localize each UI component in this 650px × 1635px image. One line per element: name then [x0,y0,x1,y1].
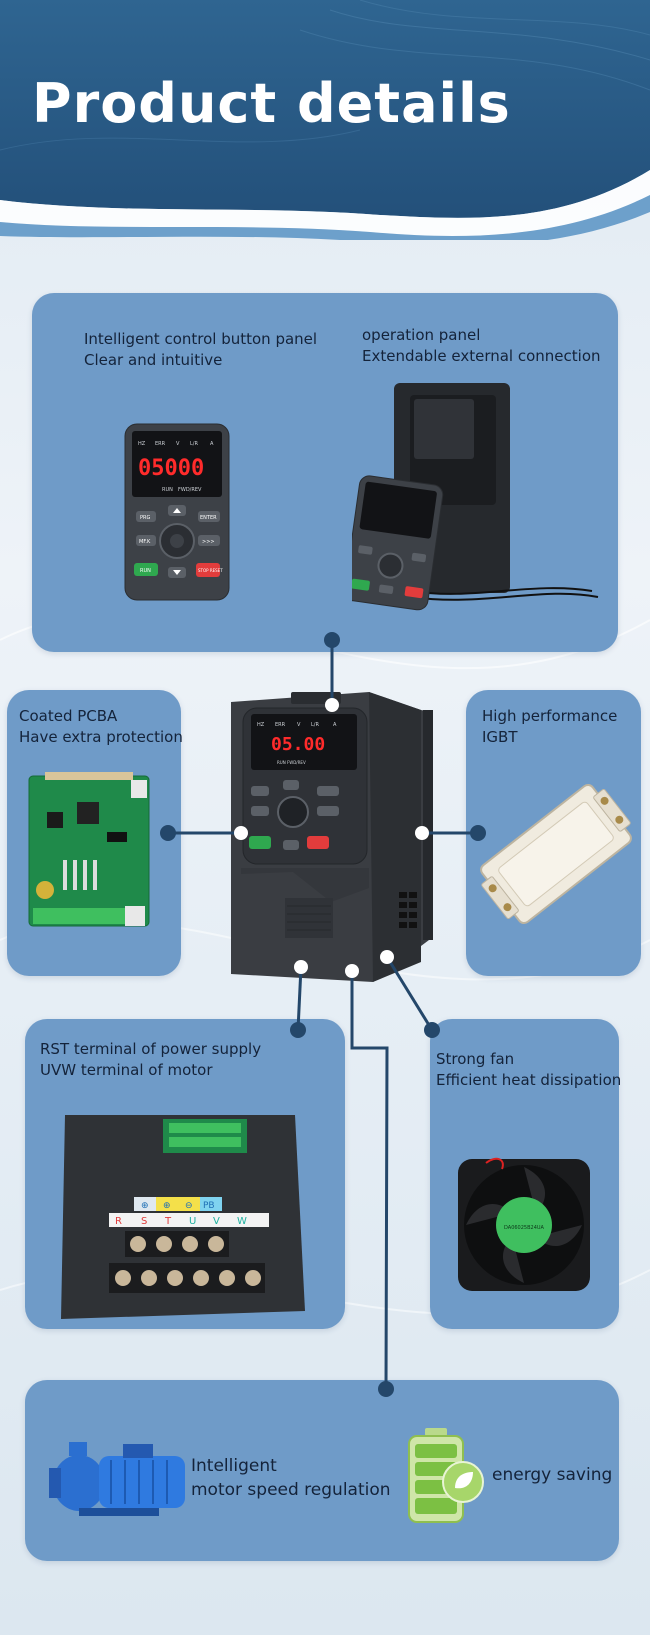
frequency-drive-image: HZ ERR V L/R A 05.00 RUN FWD/REV [231,692,433,982]
drive-display-value: 05.00 [271,734,325,755]
panel-pcba: Coated PCBA Have extra protection [7,690,183,976]
igbt-caption: High performance IGBT [482,706,617,748]
caption-line: High performance [482,707,618,725]
panel-control: Intelligent control button panel Clear a… [32,293,618,652]
terminal-label: S [141,1216,147,1227]
keypad-indicator-label: V [176,441,180,447]
terminal-caption: RST terminal of power supply UVW termina… [40,1039,261,1081]
fan-image: DA06025B24UA [458,1157,590,1291]
panel-bottom: Intelligent motor speed regulation energ… [25,1380,619,1561]
caption-line: Extendable external connection [362,347,601,365]
keypad-display-value: 05000 [138,456,204,481]
fan-label: DA06025B24UA [504,1225,545,1231]
caption-line: UVW terminal of motor [40,1061,213,1079]
panel-igbt: High performance IGBT [466,690,641,976]
terminal-label: T [164,1216,172,1227]
control-panel-caption: Intelligent control button panel Clear a… [84,329,317,371]
keypad-status-fwd: FWD/REV [178,487,202,493]
caption-line: Efficient heat dissipation [436,1071,622,1089]
terminal-label: U [189,1216,196,1227]
caption-line: operation panel [362,326,481,344]
terminal-top-label: PB [203,1201,215,1211]
caption-line: motor speed regulation [191,1480,391,1500]
terminal-top-label: ⊖ [185,1201,193,1211]
panel-fan: Strong fan Efficient heat dissipation DA… [430,1019,621,1329]
keypad-indicator-label: HZ [138,441,146,447]
terminal-label: W [237,1216,247,1227]
keypad-status-run: RUN [162,487,173,493]
page-title: Product details [32,72,511,135]
terminal-top-label: ⊕ [141,1201,149,1211]
drive-indicator-label: HZ [257,722,265,728]
header-banner: Product details [0,0,650,240]
caption-line: Intelligent [191,1456,277,1476]
pcba-caption: Coated PCBA Have extra protection [19,706,183,748]
keypad-indicator-label: ERR [155,441,166,447]
pcba-image [28,772,150,927]
caption-line: Clear and intuitive [84,351,223,369]
battery-icon [408,1428,484,1523]
terminal-image: ⊕ ⊕ ⊖ PB R S T U V W [61,1115,305,1319]
keypad-enter-button: ENTER [200,515,217,521]
drive-status: RUN FWD/REV [277,760,306,765]
drive-indicator-label: A [333,722,337,728]
drive-indicator-label: V [297,722,301,728]
caption-line: Have extra protection [19,728,183,746]
operation-panel-caption: operation panel Extendable external conn… [362,325,601,367]
keypad-shift-button: >>> [202,539,215,545]
caption-line: energy saving [492,1465,613,1485]
drive-indicator-label: ERR [275,722,286,728]
keypad-indicator-label: L/R [190,441,198,447]
caption-line: IGBT [482,728,518,746]
motor-caption: Intelligent motor speed regulation [191,1454,391,1502]
energy-caption: energy saving [492,1465,612,1486]
panel-terminal: RST terminal of power supply UVW termina… [25,1019,345,1329]
keypad-mf-button: MF.K [139,539,151,545]
keypad-prg-button: PRG [140,515,150,521]
fan-caption: Strong fan Efficient heat dissipation [436,1049,621,1091]
keypad-indicator-label: A [210,441,214,447]
caption-line: Strong fan [436,1050,515,1068]
keypad-stop-button: STOP RESET [198,568,223,573]
igbt-image [480,783,632,925]
terminal-label: R [115,1216,122,1227]
terminal-top-label: ⊕ [163,1201,171,1211]
water-pump-image [49,1442,185,1516]
keypad-run-button: RUN [140,568,151,574]
caption-line: RST terminal of power supply [40,1040,262,1058]
drive-indicator-label: L/R [311,722,319,728]
caption-line: Coated PCBA [19,707,118,725]
terminal-label: V [213,1216,220,1227]
keypad-image: HZ ERR V L/R A 05000 RUN FWD/REV PRG ENT… [124,423,230,601]
caption-line: Intelligent control button panel [84,330,318,348]
operation-panel-image [352,383,599,611]
